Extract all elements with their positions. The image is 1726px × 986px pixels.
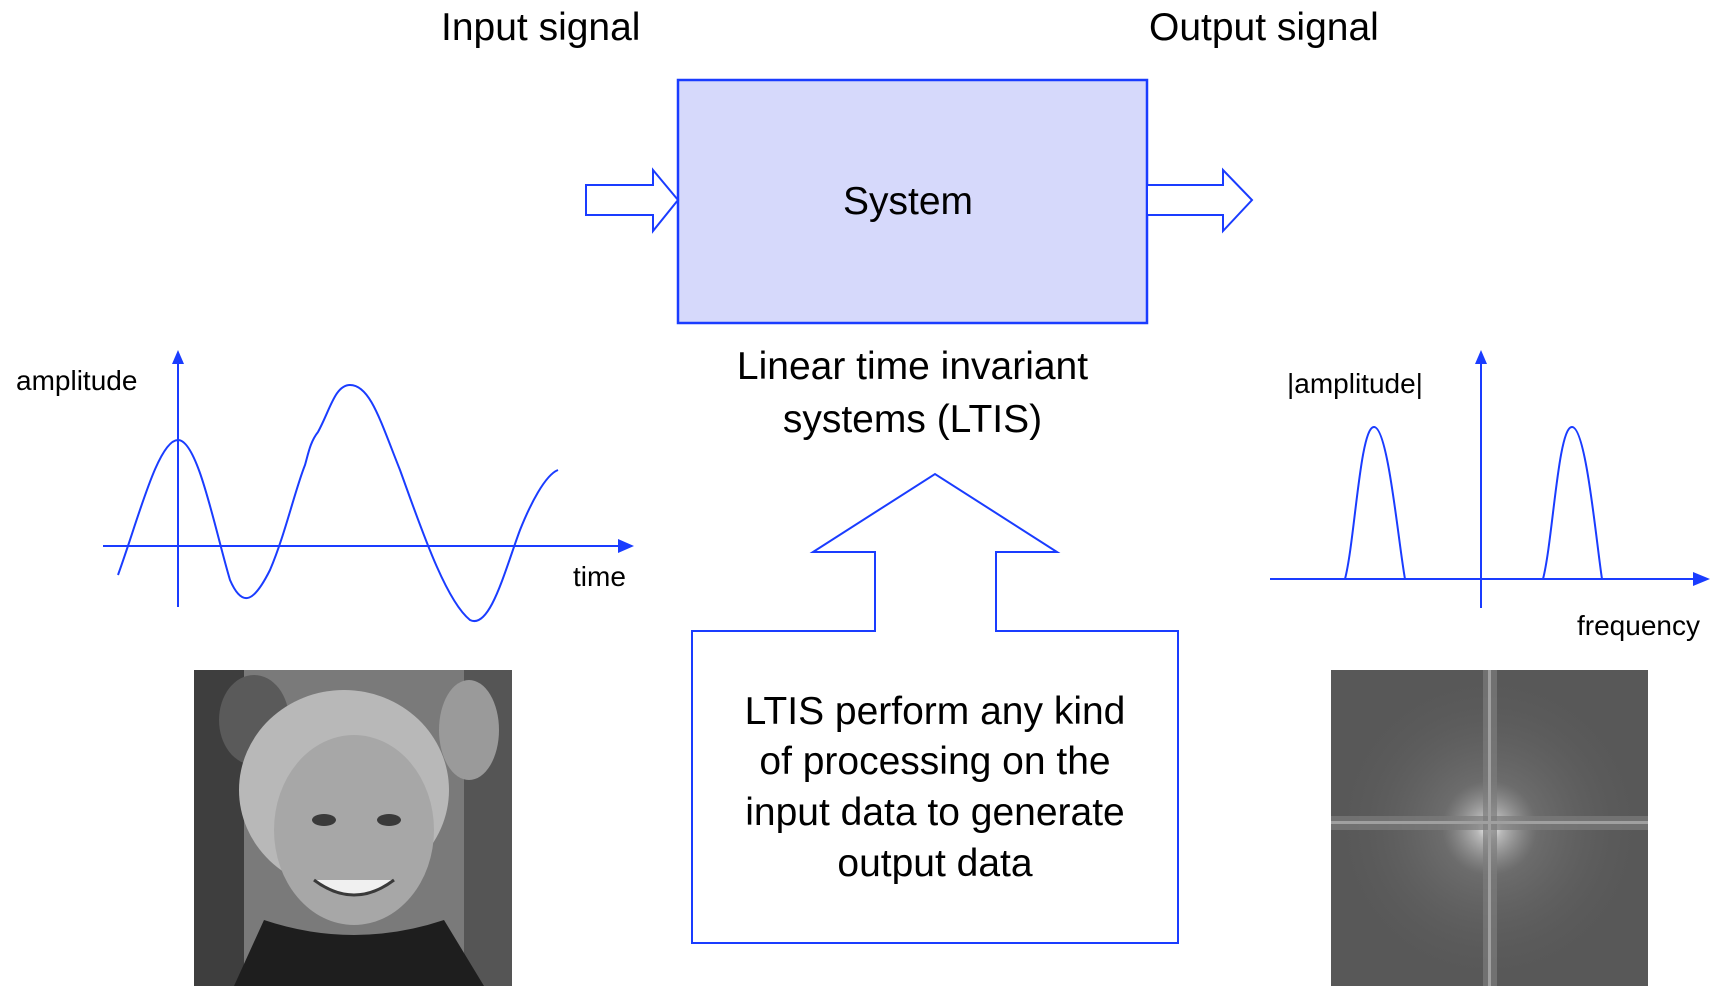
time-plot-ylabel: amplitude — [16, 365, 138, 396]
time-plot-y-arrowhead — [172, 350, 184, 364]
frequency-peak-left — [1344, 425, 1406, 580]
frequency-peak-right — [1542, 425, 1603, 580]
output-signal-label: Output signal — [1149, 6, 1379, 49]
frequency-plot-xlabel: frequency — [1577, 610, 1700, 641]
frequency-plot-ylabel: |amplitude| — [1287, 368, 1423, 399]
callout-text-line4: output data — [837, 842, 1033, 885]
callout-text-line1: LTIS perform any kind — [744, 690, 1126, 733]
time-signal-curve — [117, 383, 559, 623]
time-plot — [103, 350, 634, 623]
callout-text-line2: of processing on the — [759, 740, 1111, 783]
portrait-illustration — [194, 670, 512, 986]
time-plot-x-arrowhead — [618, 539, 634, 553]
frequency-plot — [1270, 350, 1710, 608]
portrait-photo — [194, 670, 512, 986]
frequency-plot-y-arrowhead — [1475, 350, 1487, 364]
input-arrow — [585, 167, 680, 234]
callout-text-line3: input data to generate — [745, 791, 1125, 834]
time-plot-xlabel: time — [573, 561, 626, 592]
system-label: System — [843, 180, 974, 223]
input-signal-label: Input signal — [441, 6, 641, 49]
frequency-plot-x-arrowhead — [1693, 572, 1710, 586]
ltis-title-line2: systems (LTIS) — [782, 398, 1043, 441]
system-box — [676, 78, 1149, 325]
output-arrow — [1146, 167, 1254, 234]
ltis-title-line1: Linear time invariant — [736, 345, 1089, 388]
spectrum-illustration — [1331, 670, 1648, 986]
callout-box — [691, 472, 1179, 944]
fourier-spectrum-image — [1331, 670, 1648, 986]
